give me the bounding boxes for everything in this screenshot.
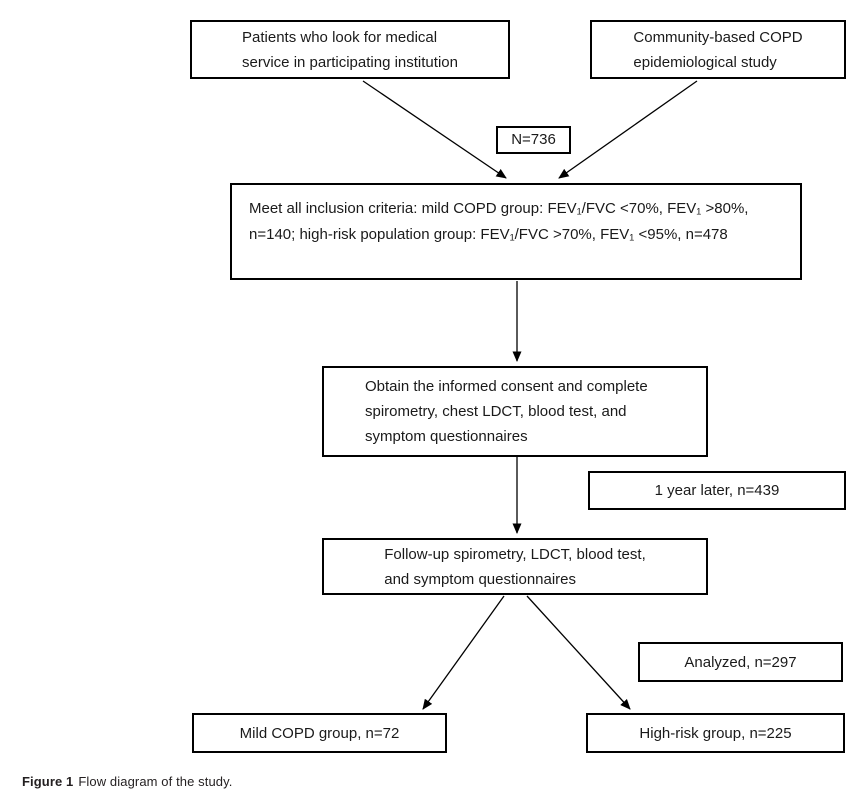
node-community-text: Community-based COPD epidemiological stu…: [633, 28, 803, 71]
node-one-year-box: 1 year later, n=439: [588, 471, 846, 510]
node-n736-text: N=736: [511, 131, 556, 148]
node-criteria-text: Meet all inclusion criteria: mild COPD g…: [249, 200, 749, 243]
node-one-year-text: 1 year later, n=439: [654, 482, 780, 499]
node-mild-copd-box: Mild COPD group, n=72: [192, 713, 447, 753]
node-community-box: Community-based COPD epidemiological stu…: [590, 20, 846, 79]
node-criteria-box: Meet all inclusion criteria: mild COPD g…: [230, 183, 802, 280]
arrow-community-to-criteria: [558, 80, 698, 179]
figure-caption-label: Figure 1: [22, 774, 74, 789]
node-followup-text: Follow-up spirometry, LDCT, blood test, …: [384, 545, 646, 588]
node-consent-box: Obtain the informed consent and complete…: [322, 366, 708, 457]
node-analyzed-text: Analyzed, n=297: [684, 653, 797, 671]
node-high-risk-text: High-risk group, n=225: [639, 724, 792, 742]
figure-caption-text: Flow diagram of the study.: [78, 774, 233, 789]
node-high-risk-box: High-risk group, n=225: [586, 713, 845, 753]
arrow-followup-to-mild: [422, 595, 505, 710]
node-mild-copd-text: Mild COPD group, n=72: [239, 724, 400, 742]
node-consent-text: Obtain the informed consent and complete…: [365, 378, 648, 445]
node-n736-box: N=736: [496, 126, 571, 154]
node-followup-box: Follow-up spirometry, LDCT, blood test, …: [322, 538, 708, 595]
figure-caption: Figure 1 Flow diagram of the study.: [22, 774, 232, 789]
arrow-followup-to-highrisk: [526, 595, 631, 710]
node-patients-text: Patients who look for medical service in…: [242, 28, 458, 71]
node-patients-box: Patients who look for medical service in…: [190, 20, 510, 79]
node-analyzed-box: Analyzed, n=297: [638, 642, 843, 682]
arrow-patients-to-criteria: [362, 80, 507, 179]
